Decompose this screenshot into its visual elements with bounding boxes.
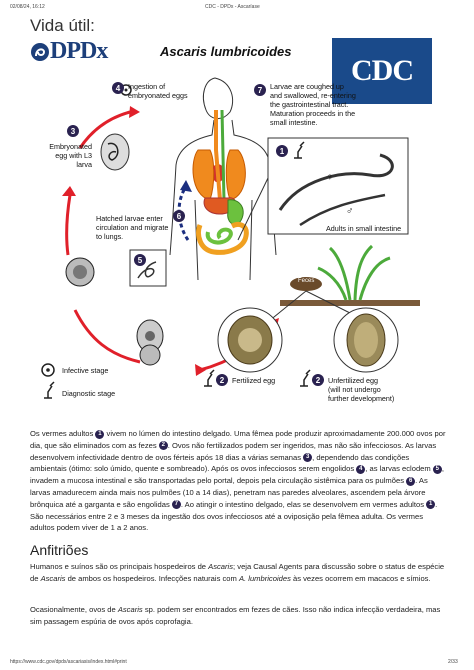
step-badge-1: 1 — [276, 145, 288, 157]
label-infective-stage: Infective stage — [62, 366, 109, 375]
hosts-heading: Anfitriões — [30, 542, 89, 558]
egg-stage-image-3 — [139, 344, 161, 366]
feces-shape — [290, 277, 322, 291]
label-adults: Adults in small intestine — [326, 224, 402, 233]
step-badge-5: 5 — [134, 254, 146, 266]
label-male-symbol: ♂ — [346, 206, 354, 217]
label-female-symbol: ♀ — [326, 172, 334, 183]
dpdx-logo-text: DPDx — [50, 38, 108, 64]
print-page-number: 2/33 — [448, 659, 458, 665]
inline-step-1b: 1 — [426, 500, 436, 510]
hosts-paragraph-1: Humanos e suínos são os principais hospe… — [30, 562, 445, 583]
inline-step-4: 4 — [356, 464, 366, 474]
cdc-logo: CDC — [332, 38, 432, 104]
biohazard-icon-legend — [41, 363, 55, 377]
label-unfertilized-egg: Unfertilized egg(will not undergo furthe… — [328, 376, 395, 403]
dpdx-logo: DPDx — [30, 38, 108, 65]
print-url: https://www.cdc.gov/dpdx/ascariasis/inde… — [10, 659, 127, 665]
adults-box — [267, 137, 409, 235]
step-badge-4: 4 — [112, 82, 124, 94]
left-lung-shape — [192, 149, 215, 201]
trachea-shape — [214, 110, 222, 201]
esophagus-shape — [220, 109, 226, 201]
cdc-logo-text: CDC — [351, 54, 414, 87]
adult-worm-male — [299, 193, 386, 227]
inline-step-3: 3 — [303, 453, 313, 463]
microscope-icon-adults — [294, 141, 305, 159]
step-badge-7: 7 — [254, 84, 266, 96]
microscope-icon-fertilized — [204, 369, 215, 387]
step-badge-3: 3 — [67, 125, 79, 137]
intestines-shape — [196, 221, 249, 255]
dpdx-logo-icon — [31, 42, 49, 61]
inline-step-7: 7 — [171, 500, 181, 510]
label-fertilized-egg: Fertilized egg — [232, 376, 276, 385]
inline-step-2: 2 — [158, 441, 168, 451]
print-datetime: 02/08/24, 16:12 — [10, 4, 45, 10]
step-badge-2-fertilized: 2 — [216, 374, 228, 386]
stomach-shape — [227, 199, 244, 225]
migration-arrowhead — [180, 180, 192, 192]
microscope-icon-legend — [44, 381, 55, 399]
microscope-icon-unfertilized — [300, 369, 311, 387]
larva-image — [137, 261, 157, 279]
adults-connector — [237, 177, 269, 241]
label-diagnostic-stage: Diagnostic stage — [62, 389, 116, 398]
step-badge-6: 6 — [173, 210, 185, 222]
diagram-title: Ascaris lumbricoides — [160, 44, 292, 59]
step-badge-2-unfertilized: 2 — [312, 374, 324, 386]
inline-step-6: 6 — [406, 476, 416, 486]
life-cycle-heading: Vida útil: — [30, 16, 95, 35]
label-feces: Feces — [298, 278, 315, 284]
inline-step-1: 1 — [95, 429, 105, 439]
print-page-title: CDC - DPDx - Ascaríase — [205, 4, 260, 10]
life-cycle-diagram — [41, 77, 420, 399]
inline-step-5: 5 — [432, 464, 442, 474]
soil-grass-image — [280, 244, 420, 306]
right-lung-shape — [225, 149, 246, 201]
adult-worm-female — [278, 153, 394, 211]
life-cycle-paragraph: Os vermes adultos 1 vivem no lúmen do in… — [30, 429, 446, 533]
hosts-paragraph-2: Ocasionalmente, ovos de Ascaris sp. pode… — [30, 605, 441, 626]
